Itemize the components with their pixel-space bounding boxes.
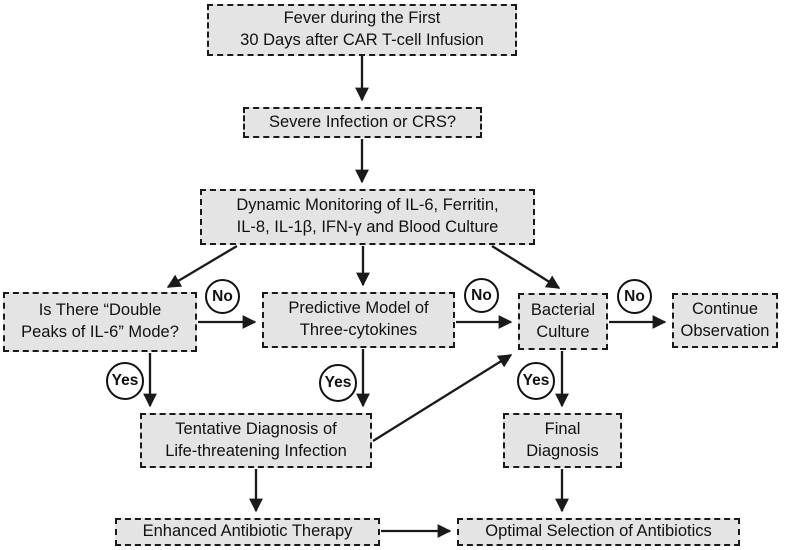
node-predictive-model: Predictive Model of Three-cytokines [262, 292, 455, 348]
node-severe-infection-or-crs: Severe Infection or CRS? [243, 107, 482, 138]
arrow-tentative-diagnosis-to-bacterial-culture [372, 354, 513, 442]
node-bacterial-culture: Bacterial Culture [518, 293, 608, 350]
node-dynamic-monitoring: Dynamic Monitoring of IL-6, Ferritin, IL… [200, 189, 535, 245]
label-no-double-peaks: No [205, 279, 240, 314]
label-yes-double-peaks: Yes [106, 362, 144, 400]
node-continue-observation: Continue Observation [672, 293, 778, 348]
node-fever-during-first-30-days: Fever during the First 30 Days after CAR… [207, 4, 517, 56]
label-yes-bacterial-culture: Yes [517, 362, 555, 400]
label-no-predictive-model: No [464, 278, 499, 313]
arrow-dynamic-monitoring-to-double-peaks [166, 245, 238, 288]
label-no-bacterial-culture: No [617, 279, 652, 314]
node-double-peaks-of-il6: Is There “Double Peaks of IL-6” Mode? [3, 292, 197, 352]
node-final-diagnosis: Final Diagnosis [503, 413, 622, 468]
arrow-dynamic-monitoring-to-bacterial-culture [491, 245, 561, 289]
node-enhanced-antibiotic-therapy: Enhanced Antibiotic Therapy [115, 518, 380, 546]
node-tentative-diagnosis: Tentative Diagnosis of Life-threatening … [140, 413, 372, 468]
label-yes-predictive-model: Yes [319, 364, 357, 402]
node-optimal-selection-of-antibiotics: Optimal Selection of Antibiotics [457, 518, 740, 546]
